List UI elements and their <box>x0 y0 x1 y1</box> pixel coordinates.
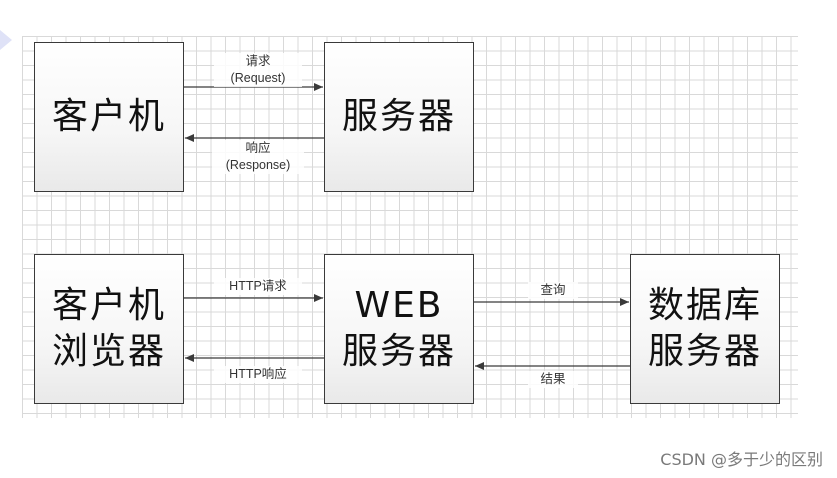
db-server-box-line-1: 数据库 <box>647 285 762 326</box>
browser-box-line-1: 客户机 <box>51 285 166 326</box>
web-server-box-line-2: 服务器 <box>341 331 456 372</box>
corner-decoration <box>0 30 12 50</box>
response-label-cn: 响应 <box>245 141 271 155</box>
db-server-box-line-2: 服务器 <box>647 331 762 372</box>
http-request-label: HTTP请求 <box>214 278 302 295</box>
request-label-cn: 请求 <box>245 54 271 68</box>
browser-box-line-2: 浏览器 <box>51 331 166 372</box>
response-label-en: (Response) <box>225 158 291 172</box>
response-label: 响应 (Response) <box>212 140 304 174</box>
server-box-label: 服务器 <box>341 96 456 137</box>
query-label: 查询 <box>528 282 578 299</box>
watermark: CSDN @多于少的区别 <box>660 450 823 469</box>
web-server-box-line-1: WEB <box>354 285 444 326</box>
browser-box: 客户机 浏览器 <box>34 254 184 404</box>
client-box: 客户机 <box>34 42 184 192</box>
request-label-en: (Request) <box>230 71 286 85</box>
web-server-box: WEB 服务器 <box>324 254 474 404</box>
http-response-label: HTTP响应 <box>214 366 302 383</box>
server-box: 服务器 <box>324 42 474 192</box>
client-box-label: 客户机 <box>51 96 166 137</box>
request-label: 请求 (Request) <box>214 53 302 87</box>
result-label: 结果 <box>528 371 578 388</box>
db-server-box: 数据库 服务器 <box>630 254 780 404</box>
